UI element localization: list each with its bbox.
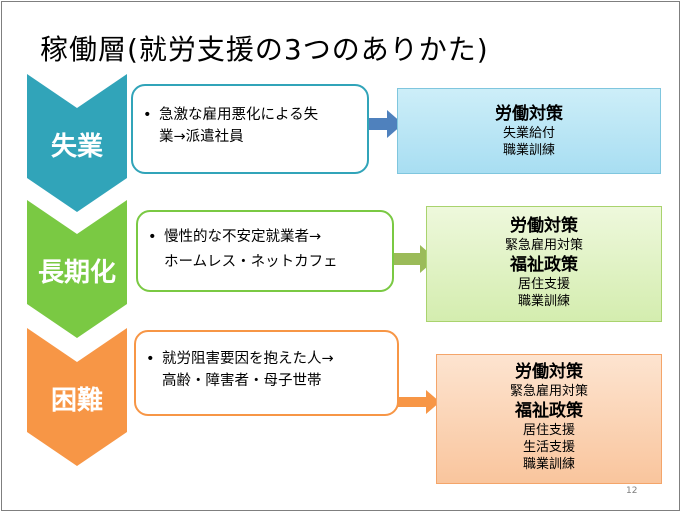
chevron-unemployment xyxy=(27,74,127,212)
result-item: 生活支援 xyxy=(522,440,575,455)
result-item: 居住支援 xyxy=(517,277,570,292)
arrow-right-icon xyxy=(398,390,440,414)
result-heading-welfare: 福祉政策 xyxy=(515,401,583,421)
result-item: 職業訓練 xyxy=(522,457,575,472)
result-heading-labor: 労働対策 xyxy=(495,104,563,124)
page-number: 12 xyxy=(626,486,638,496)
chevron-prolonged xyxy=(27,200,127,338)
description-line-1: 急激な雇用悪化による失 xyxy=(159,107,319,123)
slide-title: 稼働層(就労支援の3つのありかた) xyxy=(40,33,489,66)
result-heading-labor: 労働対策 xyxy=(515,362,583,382)
description-line-1: 就労阻害要因を抱えた人→ xyxy=(162,351,334,367)
result-box-prolonged: 労働対策 緊急雇用対策 福祉政策 居住支援 職業訓練 xyxy=(426,206,662,322)
result-item: 緊急雇用対策 xyxy=(509,384,588,399)
description-line-2: 高齢・障害者・母子世帯 xyxy=(162,373,322,389)
description-line-1: 慢性的な不安定就業者→ xyxy=(164,229,322,245)
result-heading-labor: 労働対策 xyxy=(510,216,578,236)
arrow-right-icon xyxy=(369,110,403,138)
result-box-difficult: 労働対策 緊急雇用対策 福祉政策 居住支援 生活支援 職業訓練 xyxy=(436,354,662,484)
result-item: 職業訓練 xyxy=(517,294,570,309)
description-box-prolonged: • 慢性的な不安定就業者→ ホームレス・ネットカフェ xyxy=(136,210,394,292)
label-unemployment: 失業 xyxy=(50,132,103,162)
result-heading-welfare: 福祉政策 xyxy=(510,255,578,275)
result-item: 居住支援 xyxy=(522,423,575,438)
label-difficult: 困難 xyxy=(50,386,103,416)
description-line-2: 業→派遣社員 xyxy=(159,129,244,145)
result-box-unemployment: 労働対策 失業給付 職業訓練 xyxy=(397,88,661,174)
label-prolonged: 長期化 xyxy=(37,258,116,288)
description-box-unemployment: • 急激な雇用悪化による失 業→派遣社員 xyxy=(131,84,369,174)
chevron-difficult xyxy=(27,328,127,466)
description-box-difficult: • 就労阻害要因を抱えた人→ 高齢・障害者・母子世帯 xyxy=(134,330,399,416)
result-item: 緊急雇用対策 xyxy=(504,238,583,253)
description-line-2: ホームレス・ネットカフェ xyxy=(164,254,338,270)
result-item: 職業訓練 xyxy=(502,143,555,158)
result-item: 失業給付 xyxy=(502,126,555,141)
arrow-right-icon xyxy=(394,245,436,273)
